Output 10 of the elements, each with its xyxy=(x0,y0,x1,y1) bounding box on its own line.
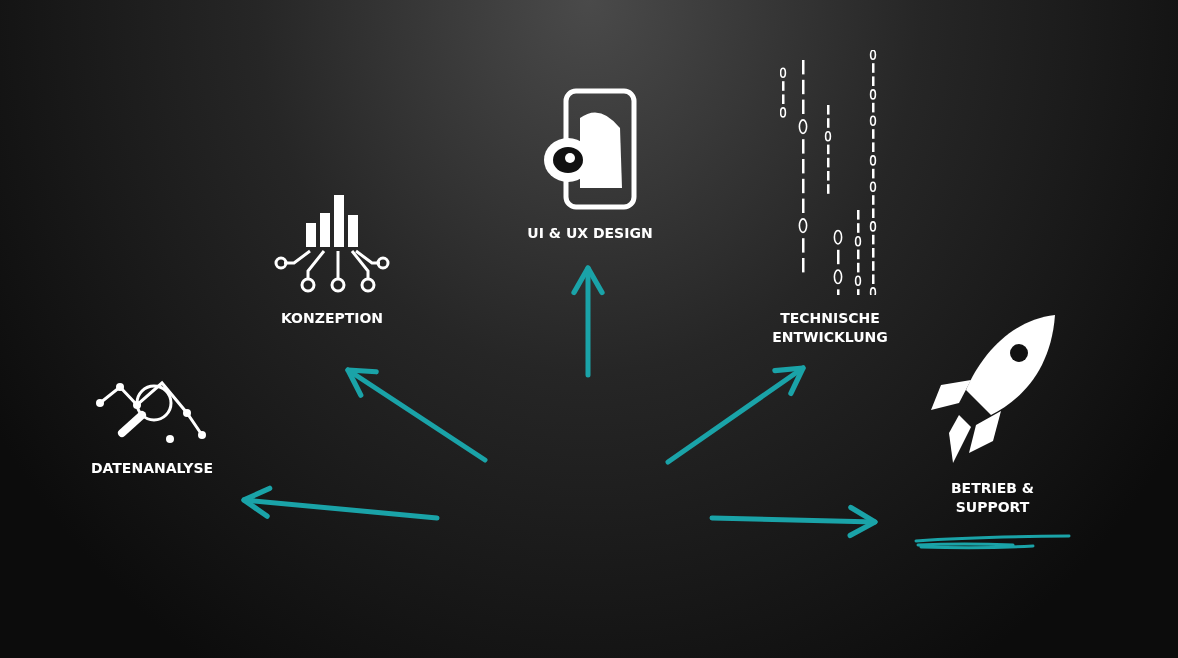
arrow xyxy=(345,367,488,463)
arrow xyxy=(665,365,806,465)
service-label: TECHNISCHE ENTWICKLUNG xyxy=(771,309,889,347)
service-label: UI & UX DESIGN xyxy=(526,224,654,243)
service-label: BETRIEB & SUPPORT xyxy=(949,479,1036,517)
arrow xyxy=(709,504,878,538)
arrow xyxy=(241,485,440,521)
arrow xyxy=(571,265,605,378)
service-label: KONZEPTION xyxy=(279,309,385,328)
service-label: DATENANALYSE xyxy=(89,459,215,478)
